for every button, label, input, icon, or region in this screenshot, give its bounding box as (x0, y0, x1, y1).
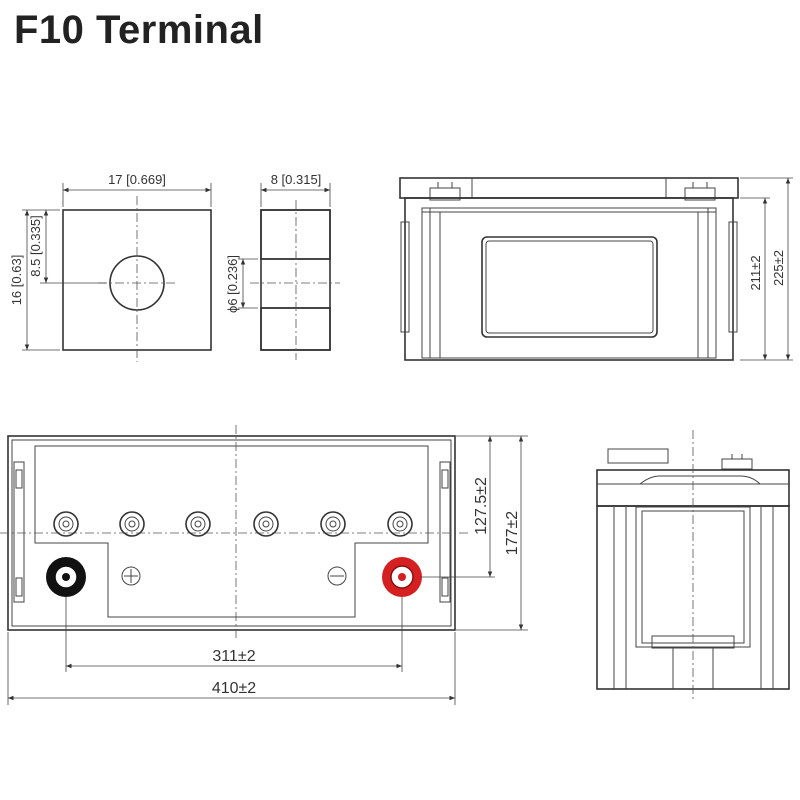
terminal-section-view (238, 183, 340, 360)
battery-end-view (596, 430, 790, 700)
hole-diameter-label: ϕ6 [0.236] (225, 255, 240, 313)
terminal-front-view (22, 183, 212, 362)
terminal-width-label: 17 [0.669] (108, 172, 166, 187)
terminal-thickness-label: 8 [0.315] (271, 172, 322, 187)
positive-terminal-icon (382, 557, 422, 597)
battery-top-view (0, 425, 470, 640)
total-height-label: 225±2 (771, 250, 786, 286)
page-title: F10 Terminal (14, 8, 264, 52)
terminal-spacing-label: 311±2 (212, 648, 255, 665)
negative-symbol-icon (327, 566, 347, 586)
length-label: 410±2 (212, 680, 256, 697)
width-label: 177±2 (504, 511, 521, 555)
terminal-height-label: 16 [0.63] (9, 255, 24, 306)
top-view-dimensions (7, 435, 528, 705)
vent-caps (53, 511, 413, 537)
hole-center-label: 8.5 [0.335] (28, 215, 43, 276)
negative-terminal-icon (46, 557, 86, 597)
box-height-label: 211±2 (748, 255, 763, 290)
terminal-row-height-label: 127.5±2 (473, 477, 490, 535)
positive-symbol-icon (121, 566, 141, 586)
battery-side-view (399, 177, 793, 361)
